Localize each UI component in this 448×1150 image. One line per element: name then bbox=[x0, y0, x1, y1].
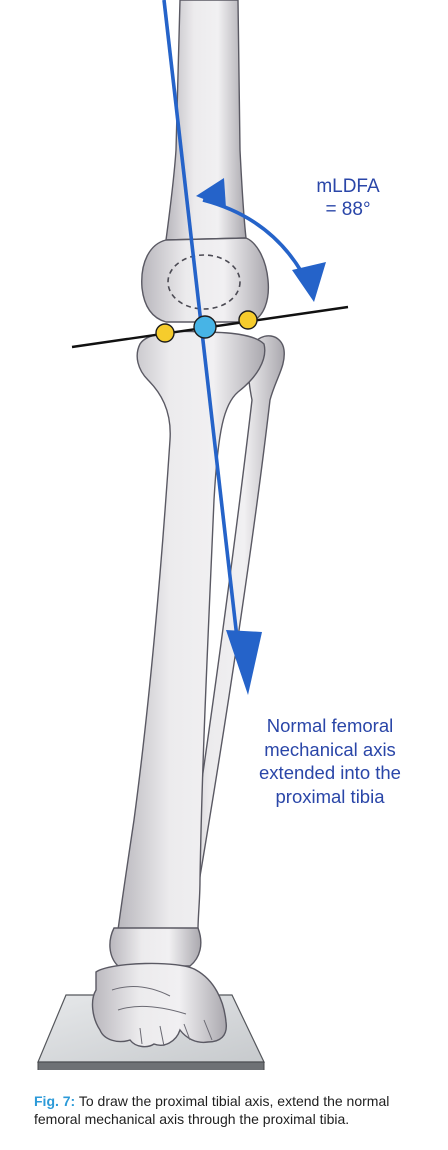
mldfa-label-line1: mLDFA bbox=[316, 176, 380, 197]
axis-label-line1: Normal femoral bbox=[266, 715, 394, 736]
axis-label-line4: proximal tibia bbox=[275, 785, 385, 807]
axis-arrowhead-icon bbox=[226, 630, 262, 695]
femur bbox=[141, 0, 270, 323]
mldfa-label: mLDFA = 88° bbox=[293, 175, 403, 221]
condyle-point-icon bbox=[238, 310, 258, 330]
axis-label: Normal femoral mechanical axis extended … bbox=[210, 714, 448, 808]
condyle-point-icon bbox=[155, 323, 175, 343]
axis-label-line3: extended into the bbox=[259, 762, 401, 783]
ankle bbox=[109, 927, 202, 967]
foot bbox=[91, 962, 227, 1048]
figure-caption: Fig. 7: To draw the proximal tibial axis… bbox=[34, 1092, 439, 1128]
arc-arrowhead-top-icon bbox=[196, 178, 226, 208]
figure-label: Fig. 7: bbox=[34, 1093, 76, 1109]
mldfa-label-line2: = 88° bbox=[325, 199, 371, 220]
tibia bbox=[117, 330, 266, 931]
knee-center-point-icon bbox=[193, 315, 217, 339]
mldfa-diagram bbox=[37, 0, 349, 1070]
axis-label-line2: mechanical axis bbox=[264, 738, 396, 760]
figure-caption-text: To draw the proximal tibial axis, extend… bbox=[34, 1093, 390, 1127]
arc-arrowhead-bottom-icon bbox=[292, 262, 326, 302]
